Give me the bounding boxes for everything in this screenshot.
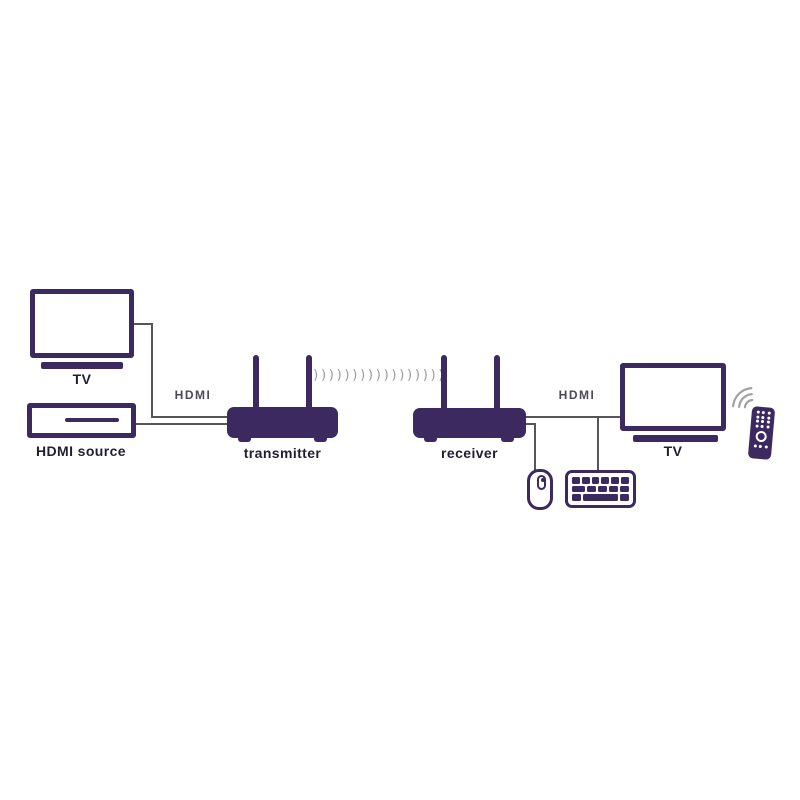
wireless-receiver-icon	[413, 408, 526, 438]
cable-keyboard-drop	[597, 416, 599, 471]
receiver-antenna-left	[441, 355, 447, 409]
transmitter-foot-right	[314, 437, 327, 442]
keyboard-row-1	[572, 477, 629, 484]
mouse-scroll-dot	[540, 478, 545, 482]
transmitter-antenna-left	[253, 355, 259, 409]
mouse-icon	[527, 469, 553, 510]
left-tv-label: TV	[72, 371, 92, 387]
transmitter-label: transmitter	[243, 445, 322, 461]
cable-tv-out	[134, 323, 153, 325]
receiver-antenna-right	[494, 355, 500, 409]
cable-source-to-transmitter	[136, 423, 229, 425]
wireless-signal-icon: )))))))))))))))))	[312, 368, 446, 383]
ir-signal-icon	[732, 387, 754, 409]
remote-button-grid	[755, 410, 771, 429]
mouse-scroll-wheel	[537, 475, 546, 490]
keyboard-row-2	[572, 485, 629, 493]
cable-receiver-to-tv	[526, 416, 622, 418]
right-tv-label: TV	[663, 443, 683, 459]
tv-stand	[633, 435, 718, 442]
receiver-foot-left	[424, 437, 437, 442]
cable-mouse-stub	[526, 423, 536, 425]
left-hdmi-label: HDMI	[174, 388, 212, 402]
tv-icon	[30, 289, 134, 358]
remote-bottom-buttons	[753, 444, 768, 449]
hdmi-source-label: HDMI source	[36, 443, 126, 459]
keyboard-row-3	[572, 494, 629, 502]
receiver-foot-right	[501, 437, 514, 442]
transmitter-antenna-right	[306, 355, 312, 409]
cable-tv-to-transmitter	[151, 416, 229, 418]
cable-tv-down	[151, 323, 153, 418]
wireless-transmitter-icon	[227, 407, 338, 438]
right-hdmi-label: HDMI	[558, 388, 596, 402]
keyboard-icon	[565, 470, 636, 508]
remote-ok-button	[755, 430, 768, 442]
tv-icon	[620, 363, 726, 431]
cable-mouse-drop	[534, 423, 536, 470]
remote-control-icon	[747, 406, 776, 460]
transmitter-foot-left	[238, 437, 251, 442]
tv-stand	[41, 362, 123, 369]
media-player-slot	[65, 418, 119, 422]
receiver-label: receiver	[441, 445, 498, 461]
